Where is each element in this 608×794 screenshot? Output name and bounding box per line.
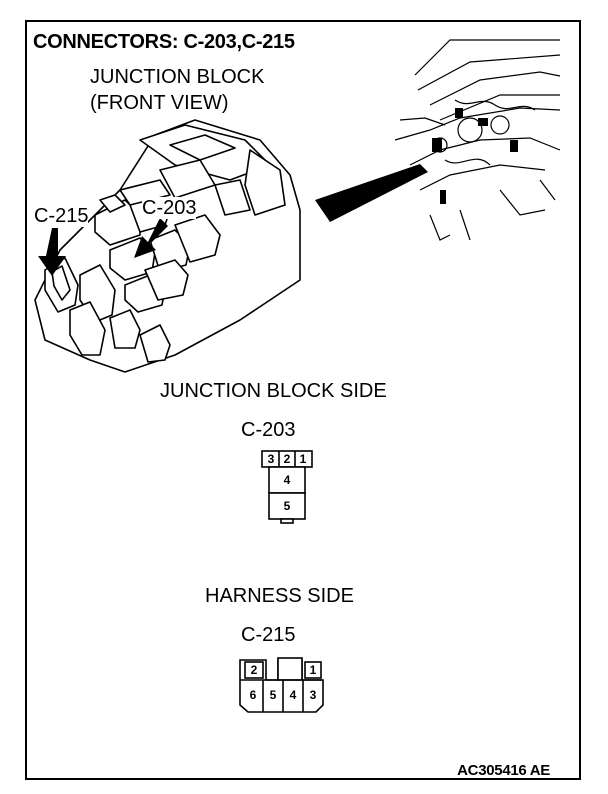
callout-c215: C-215 (34, 205, 89, 227)
c215-label: C-215 (241, 624, 296, 646)
junction-block-label: JUNCTION BLOCK (90, 66, 265, 88)
junction-block-drawing (34, 119, 301, 373)
junction-block-side-heading: JUNCTION BLOCK SIDE (160, 380, 387, 402)
c215-pin-3: 3 (309, 688, 317, 702)
c203-pin-2: 2 (283, 452, 291, 466)
front-view-label: (FRONT VIEW) (90, 92, 229, 114)
c215-connector-outline (239, 657, 324, 713)
c203-pin-4: 4 (283, 473, 291, 487)
c203-pin-3: 3 (267, 452, 275, 466)
c203-label: C-203 (241, 419, 296, 441)
c215-pin-4: 4 (289, 688, 297, 702)
dashboard-detail-fill (432, 108, 518, 204)
callout-c203: C-203 (142, 197, 197, 219)
figure-code: AC305416 AE (457, 762, 550, 779)
location-pointer (315, 164, 428, 222)
harness-side-heading: HARNESS SIDE (205, 585, 354, 607)
diagram-frame (25, 20, 581, 780)
c215-pin-6: 6 (249, 688, 257, 702)
c215-pin-1: 1 (309, 663, 317, 677)
c203-pin-1: 1 (299, 452, 307, 466)
callout-arrows (38, 218, 168, 276)
c215-pin-5: 5 (269, 688, 277, 702)
page-title: CONNECTORS: C-203,C-215 (33, 31, 295, 53)
vehicle-dashboard-sketch (394, 39, 561, 241)
c203-pin-5: 5 (283, 499, 291, 513)
c215-pin-2: 2 (250, 663, 258, 677)
c203-connector-outline (261, 450, 313, 524)
